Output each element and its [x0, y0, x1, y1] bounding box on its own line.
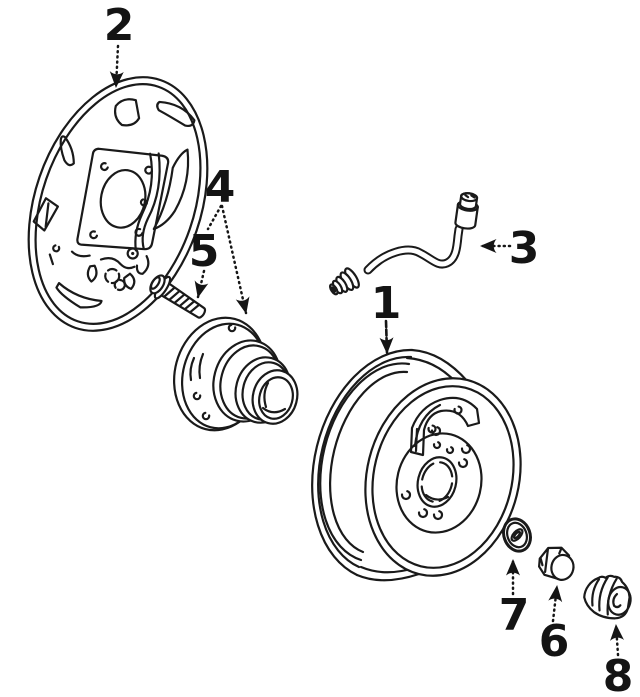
callout-5-arrow — [194, 269, 209, 299]
callout-6-arrow — [548, 584, 563, 623]
nut-drawing — [538, 546, 575, 581]
callout-8-label: 8 — [603, 651, 634, 697]
callout-3: 3 — [479, 223, 540, 274]
hub-bolt-drawing — [149, 274, 207, 319]
callout-2: 2 — [104, 0, 135, 89]
washer-drawing — [502, 517, 532, 553]
brake-drum-drawing — [311, 348, 522, 582]
callout-2-arrow — [109, 44, 124, 89]
callout-5-label: 5 — [189, 226, 220, 277]
callout-4: 4 — [205, 162, 250, 315]
callout-5: 5 — [189, 226, 220, 299]
callout-3-label: 3 — [509, 223, 540, 274]
backing-plate-drawing — [27, 76, 209, 332]
dust-cap-drawing — [583, 574, 632, 620]
callout-7: 7 — [499, 558, 530, 641]
hub-assembly-drawing — [172, 316, 299, 432]
callout-6-label: 6 — [539, 616, 570, 667]
callout-4-arrow-left — [206, 204, 223, 231]
callout-7-label: 7 — [499, 590, 530, 641]
callout-4-arrow-right — [220, 204, 250, 315]
callout-1-arrow — [379, 319, 394, 355]
callout-6: 6 — [539, 584, 570, 667]
callout-8: 8 — [603, 623, 634, 697]
callout-1-label: 1 — [371, 278, 402, 329]
callout-4-label: 4 — [205, 162, 236, 213]
callout-2-label: 2 — [104, 0, 135, 51]
callout-1: 1 — [371, 278, 402, 355]
brake-hose-drawing — [329, 192, 479, 296]
callout-8-arrow — [610, 623, 625, 657]
